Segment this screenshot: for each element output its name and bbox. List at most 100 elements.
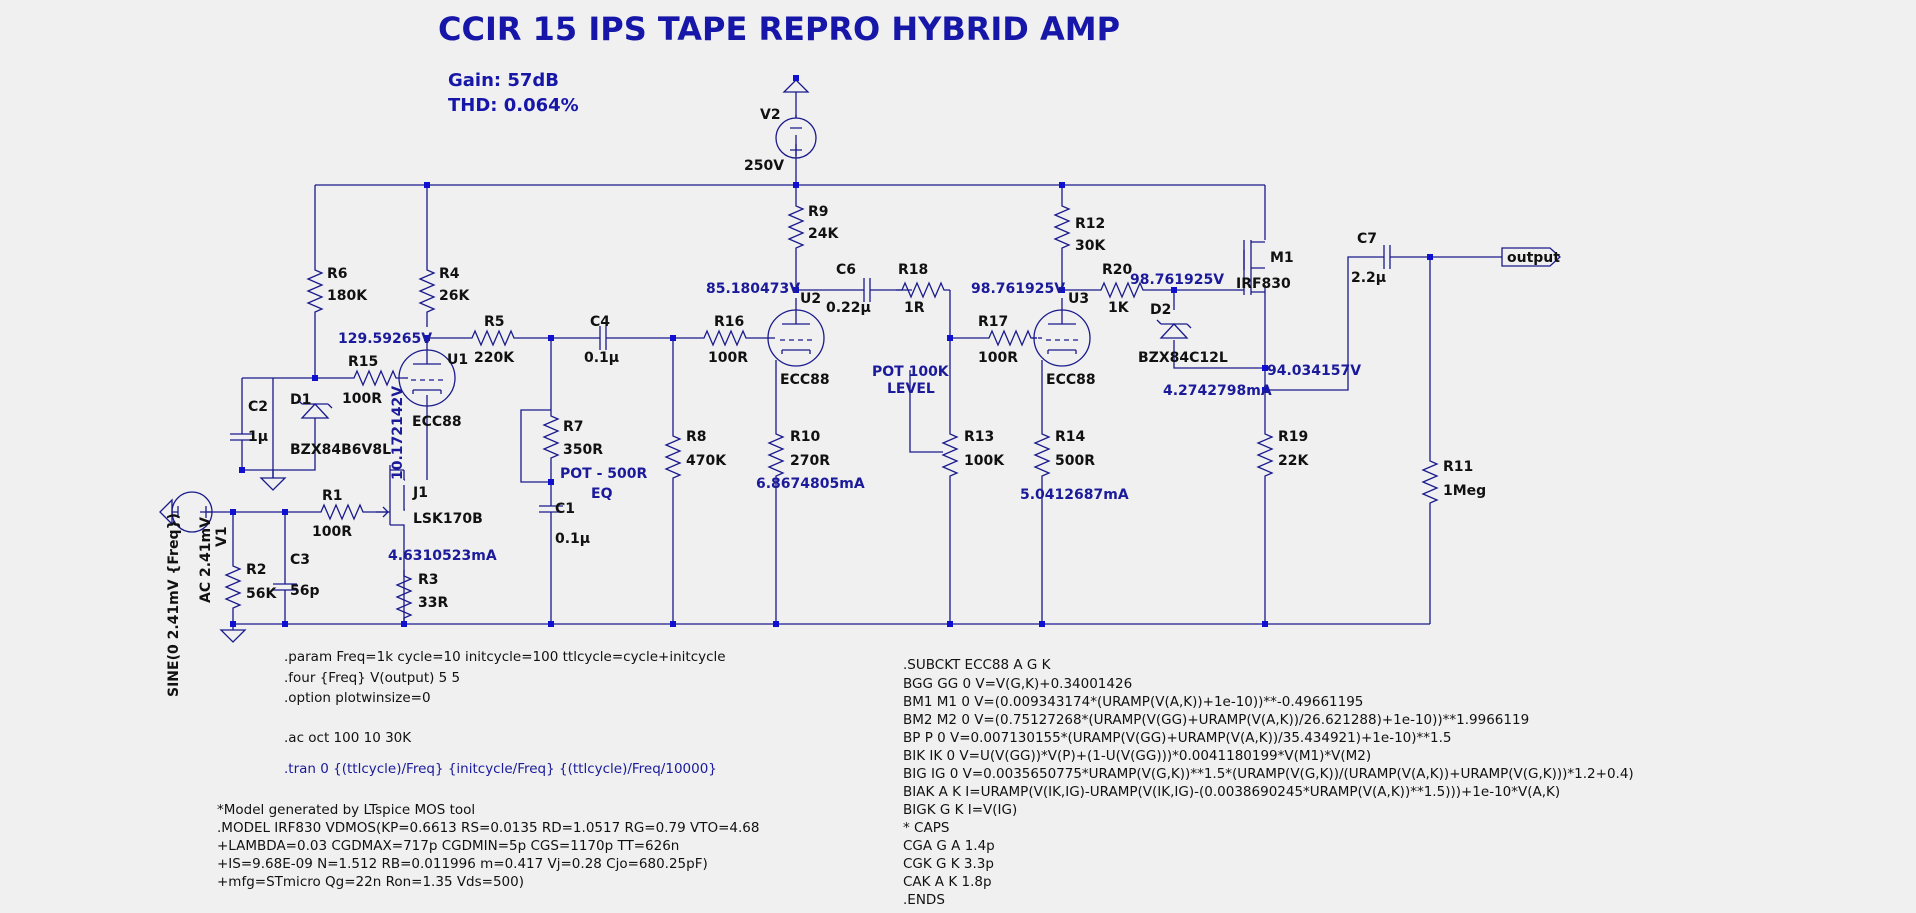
label-r12-value: 30K: [1075, 238, 1106, 254]
resistor-r2[interactable]: [225, 559, 241, 615]
directive-ac: .ac oct 100 10 30K: [284, 730, 412, 746]
note-pot-eq-2: EQ: [591, 486, 613, 502]
op-u3-current: 5.0412687mA: [1020, 487, 1129, 503]
subckt-line: BM2 M2 0 V=(0.75127268*(URAMP(V(GG)+URAM…: [903, 712, 1529, 728]
label-c6-value: 0.22µ: [826, 300, 871, 316]
subckt-line: * CAPS: [903, 820, 949, 836]
label-r15-name: R15: [348, 354, 378, 370]
label-v1-value: SINE(0 2.41mV {Freq}): [166, 513, 182, 697]
resistor-r19[interactable]: [1257, 427, 1273, 483]
label-r14-value: 500R: [1055, 453, 1095, 469]
model-line: .MODEL IRF830 VDMOS(KP=0.6613 RS=0.0135 …: [217, 820, 759, 836]
op-u3-plate: 98.761925V: [971, 281, 1065, 297]
model-line: +LAMBDA=0.03 CGDMAX=717p CGDMIN=5p CGS=1…: [217, 838, 679, 854]
symbols: [159, 79, 1561, 643]
label-j1-value: LSK170B: [413, 511, 483, 527]
label-r10-value: 270R: [790, 453, 830, 469]
label-r7-name: R7: [563, 419, 584, 435]
label-r2-name: R2: [246, 562, 267, 578]
label-r19-name: R19: [1278, 429, 1308, 445]
resistor-r6[interactable]: [307, 263, 323, 319]
label-r2-value: 56K: [246, 586, 277, 602]
label-r18-name: R18: [898, 262, 928, 278]
op-m1-current: 4.2742798mA: [1163, 383, 1272, 399]
directive-option: .option plotwinsize=0: [284, 690, 431, 706]
source-v2[interactable]: [775, 79, 817, 159]
op-u1-plate: 129.59265V: [338, 331, 432, 347]
zener-d2[interactable]: [1156, 319, 1192, 339]
resistor-r9[interactable]: [788, 199, 804, 255]
resistor-r4[interactable]: [419, 263, 435, 319]
resistor-r10[interactable]: [768, 427, 784, 483]
junctions: [230, 75, 1433, 627]
label-r11-value: 1Meg: [1443, 483, 1486, 499]
label-u1-value: ECC88: [412, 414, 462, 430]
label-c7-name: C7: [1357, 231, 1377, 247]
resistor-r16[interactable]: [697, 330, 753, 346]
label-r16-name: R16: [714, 314, 744, 330]
capacitor-c7[interactable]: [1359, 244, 1415, 270]
label-r6-value: 180K: [327, 288, 368, 304]
label-r13-name: R13: [964, 429, 994, 445]
resistor-r12[interactable]: [1054, 199, 1070, 255]
subckt-line: .ENDS: [903, 892, 945, 908]
subckt-line: BIGK G K I=V(IG): [903, 802, 1017, 818]
label-m1-value: IRF830: [1236, 276, 1291, 292]
operating-point-labels: 129.59265V 10.172142V 4.6310523mA 85.180…: [338, 272, 1361, 564]
subckt-line: CAK A K 1.8p: [903, 874, 992, 890]
label-u2-name: U2: [800, 291, 821, 307]
label-c4-value: 0.1µ: [584, 350, 619, 366]
capacitor-c6[interactable]: [839, 277, 895, 303]
label-r5-value: 220K: [474, 350, 515, 366]
label-j1-name: J1: [412, 485, 428, 501]
directive-param: .param Freq=1k cycle=10 initcycle=100 tt…: [284, 649, 726, 665]
label-d1-name: D1: [290, 392, 311, 408]
gain-readout: Gain: 57dB: [448, 70, 559, 91]
label-v1-ac: AC 2.41mV: [198, 517, 214, 603]
directive-tran: .tran 0 {(ttlcycle)/Freq} {initcycle/Fre…: [284, 761, 717, 777]
label-r8-value: 470K: [686, 453, 727, 469]
resistor-r17[interactable]: [982, 330, 1038, 346]
subckt-line: BIAK A K I=URAMP(V(IK,IG)-URAMP(V(IK,IG)…: [903, 784, 1560, 800]
resistor-r11[interactable]: [1422, 454, 1438, 510]
resistor-r13[interactable]: [942, 427, 958, 483]
label-r4-value: 26K: [439, 288, 470, 304]
label-r1-value: 100R: [312, 524, 352, 540]
resistor-r15[interactable]: [347, 370, 403, 386]
resistor-r5[interactable]: [465, 330, 521, 346]
resistor-r14[interactable]: [1034, 427, 1050, 483]
subckt-line: CGK G K 3.3p: [903, 856, 994, 872]
label-r11-name: R11: [1443, 459, 1473, 475]
tube-u3[interactable]: [1033, 297, 1091, 367]
op-m1-source: 94.034157V: [1267, 363, 1361, 379]
label-c2-name: C2: [248, 399, 268, 415]
label-v2-value: 250V: [744, 158, 784, 174]
zener-d1[interactable]: [297, 399, 333, 419]
model-line: *Model generated by LTspice MOS tool: [217, 802, 475, 818]
label-r16-value: 100R: [708, 350, 748, 366]
tube-u2[interactable]: [767, 297, 825, 367]
output-port[interactable]: [1501, 247, 1561, 267]
label-u2-value: ECC88: [780, 372, 830, 388]
label-r4-name: R4: [439, 266, 460, 282]
source-v1[interactable]: [159, 491, 213, 533]
label-c2-value: 1µ: [248, 429, 268, 445]
label-c3-name: C3: [290, 552, 310, 568]
label-r9-name: R9: [808, 204, 829, 220]
subckt-line: BIG IG 0 V=0.0035650775*URAMP(V(G,K))**1…: [903, 766, 1634, 782]
note-pot-eq: POT - 500R: [560, 466, 647, 482]
label-r12-name: R12: [1075, 216, 1105, 232]
wires: [172, 135, 1502, 630]
resistor-r1[interactable]: [314, 504, 370, 520]
label-r15-value: 100R: [342, 391, 382, 407]
resistor-r7[interactable]: [543, 409, 559, 465]
ground-symbol: [260, 477, 286, 491]
directive-four: .four {Freq} V(output) 5 5: [284, 670, 460, 686]
label-c1-name: C1: [555, 501, 575, 517]
note-pot-level: POT 100K: [872, 364, 950, 380]
resistor-r8[interactable]: [665, 429, 681, 485]
page-title: CCIR 15 IPS TAPE REPRO HYBRID AMP: [438, 10, 1120, 48]
label-u3-value: ECC88: [1046, 372, 1096, 388]
label-c6-name: C6: [836, 262, 856, 278]
label-r3-value: 33R: [418, 595, 448, 611]
